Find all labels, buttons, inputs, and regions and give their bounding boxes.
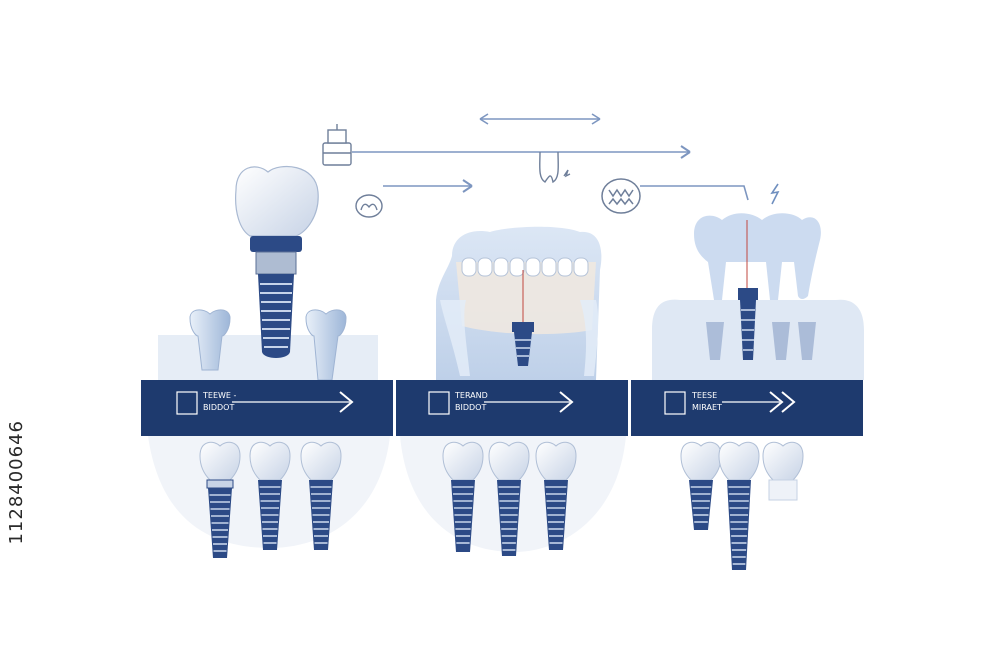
side-id-number: 1128400646 bbox=[6, 420, 27, 545]
side-tooth-right bbox=[305, 309, 347, 381]
upper-arch bbox=[694, 213, 821, 300]
lower-implant bbox=[300, 441, 342, 550]
root-array bbox=[706, 322, 816, 360]
lower-implant bbox=[442, 441, 484, 552]
molar-icon bbox=[355, 194, 383, 218]
root-icon bbox=[539, 151, 571, 184]
banner-3-line2: MIRAET bbox=[692, 403, 722, 412]
lower-implant bbox=[718, 441, 760, 570]
panel-2-implant-bridge bbox=[436, 226, 602, 380]
lower-implant bbox=[535, 441, 577, 550]
open-mouth-icon bbox=[601, 178, 641, 214]
lower-implant bbox=[680, 441, 722, 530]
panel-1-single-implant bbox=[158, 165, 378, 383]
lower-implant bbox=[762, 441, 804, 501]
banner-1-line2: BIDDOT bbox=[203, 403, 234, 412]
banner-2-line1: TERAND bbox=[454, 391, 488, 400]
banner-1: TEEWE - BIDDOT bbox=[141, 380, 393, 436]
lower-implant bbox=[249, 441, 291, 550]
side-tooth-left bbox=[189, 309, 231, 371]
banner-2: TERAND BIDDOT bbox=[396, 380, 628, 436]
bridge-teeth bbox=[461, 257, 589, 277]
banner-1-line1: TEEWE - bbox=[202, 391, 237, 400]
banner-1-checkbox bbox=[176, 391, 198, 415]
lightning-icon bbox=[770, 183, 780, 205]
gum-block bbox=[652, 299, 864, 380]
toolbox-icon bbox=[322, 124, 352, 166]
banner-2-checkbox bbox=[428, 391, 450, 415]
banner-3-checkbox bbox=[664, 391, 686, 415]
banner-3-line1: TEESE bbox=[691, 391, 717, 400]
implant-screw bbox=[258, 274, 294, 358]
panel-3-full-arch bbox=[652, 213, 864, 380]
top-connectors bbox=[352, 113, 749, 201]
implant-crown bbox=[235, 165, 319, 237]
lower-implant-rows bbox=[199, 441, 804, 570]
banner-3: TEESE MIRAET bbox=[631, 380, 863, 436]
lower-implant bbox=[199, 441, 241, 558]
lower-implant bbox=[488, 441, 530, 556]
banner-2-line2: BIDDOT bbox=[455, 403, 486, 412]
